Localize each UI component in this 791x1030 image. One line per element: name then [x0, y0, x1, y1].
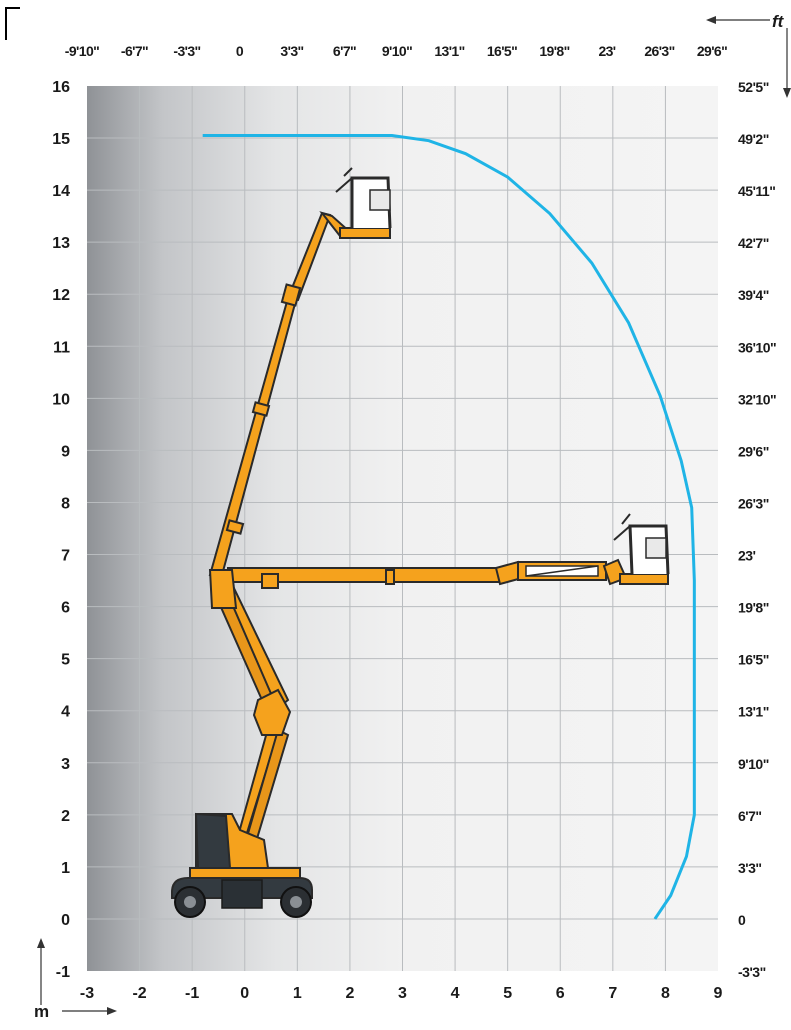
bottom-tick-label: -2 [132, 985, 146, 1002]
right-tick-label: 9'10" [738, 756, 769, 772]
platform-basket-horizontal [613, 513, 670, 585]
left-tick-label: 3 [61, 756, 70, 773]
top-tick-label: 13'1" [434, 43, 464, 59]
left-tick-label: 14 [52, 183, 70, 200]
bottom-tick-label: 8 [661, 985, 670, 1002]
turret-pivot [208, 569, 238, 609]
top-tick-label: -6'7" [121, 43, 148, 59]
wheel-front [174, 886, 206, 918]
right-tick-label: 42'7" [738, 235, 769, 251]
right-tick-label: 49'2" [738, 131, 769, 147]
boom-joint [280, 283, 302, 307]
jib-horizontal [517, 561, 607, 581]
left-tick-label: 8 [61, 495, 70, 512]
left-tick-label: 12 [52, 287, 70, 304]
bottom-axis-ticks: -3 -2 -1 0 1 2 3 4 5 6 7 8 9 [80, 985, 723, 1002]
right-axis-ticks: -3'3" 0 3'3" 6'7" 9'10" 13'1" 16'5" 19'8" 23' 26'… [738, 79, 777, 980]
top-tick-label: -9'10" [65, 43, 99, 59]
boom-cylinder [225, 519, 245, 535]
right-tick-label: 6'7" [738, 808, 762, 824]
top-tick-label: 26'3" [644, 43, 674, 59]
right-tick-label: 32'10" [738, 391, 776, 407]
bottom-tick-label: 9 [714, 985, 723, 1002]
boom-knuckle [252, 688, 292, 736]
bottom-tick-label: 7 [608, 985, 617, 1002]
left-tick-label: 15 [52, 131, 70, 148]
frame-corner [5, 7, 20, 40]
boom-horizontal-collar [261, 573, 279, 589]
left-tick-label: 1 [61, 860, 70, 877]
right-tick-label: 16'5" [738, 652, 769, 668]
top-tick-label: 9'10" [382, 43, 412, 59]
left-tick-label: 13 [52, 235, 70, 252]
left-tick-label: 6 [61, 600, 70, 617]
top-tick-label: 3'3" [280, 43, 303, 59]
bottom-tick-label: 3 [398, 985, 407, 1002]
ft-unit-label: ft [772, 12, 785, 31]
working-envelope-line [202, 133, 696, 920]
right-tick-label: 26'3" [738, 495, 769, 511]
left-tick-label: 7 [61, 548, 70, 565]
top-axis-ticks: -9'10" -6'7" -3'3" 0 3'3" 6'7" 9'10" 13'1" 16'5"… [65, 43, 728, 59]
right-tick-label: 3'3" [738, 860, 762, 876]
right-tick-label: 45'11" [738, 183, 775, 199]
m-unit-arrow [37, 938, 117, 1015]
right-tick-label: -3'3" [738, 964, 766, 980]
right-tick-label: 36'10" [738, 339, 776, 355]
right-tick-label: 0 [738, 912, 746, 928]
boom-section-collar [251, 401, 271, 417]
left-tick-label: 11 [53, 339, 70, 356]
bottom-tick-label: -3 [80, 985, 94, 1002]
right-tick-label: 29'6" [738, 443, 769, 459]
left-tick-label: 9 [61, 443, 70, 460]
platform-basket-upper [335, 167, 392, 239]
bottom-tick-label: 2 [345, 985, 354, 1002]
bottom-tick-label: 1 [293, 985, 302, 1002]
aerial-lift-illustration [171, 167, 670, 918]
right-tick-label: 39'4" [738, 287, 769, 303]
boom-horizontal-joint [385, 569, 395, 585]
top-tick-label: 6'7" [333, 43, 356, 59]
left-tick-label: 0 [61, 912, 70, 929]
left-tick-label: 10 [52, 391, 70, 408]
right-tick-label: 23' [738, 548, 756, 564]
chassis-step [221, 879, 263, 909]
top-tick-label: -3'3" [173, 43, 200, 59]
wheel-rear [280, 886, 312, 918]
bottom-tick-label: 4 [451, 985, 460, 1002]
top-tick-label: 0 [236, 43, 244, 59]
left-tick-label: 16 [52, 79, 70, 96]
top-tick-label: 23' [598, 43, 615, 59]
bottom-tick-label: 6 [556, 985, 565, 1002]
bottom-tick-label: -1 [185, 985, 199, 1002]
top-tick-label: 19'8" [539, 43, 569, 59]
top-tick-label: 29'6" [697, 43, 727, 59]
left-tick-label: 5 [61, 652, 70, 669]
ft-unit-arrow [706, 16, 791, 98]
left-tick-label: 4 [61, 704, 70, 721]
m-unit-label: m [34, 1002, 49, 1021]
counterweight [194, 812, 232, 869]
left-tick-label: 2 [61, 808, 70, 825]
right-tick-label: 19'8" [738, 600, 769, 616]
right-tick-label: 52'5" [738, 79, 769, 95]
right-tick-label: 13'1" [738, 704, 769, 720]
bottom-tick-label: 5 [503, 985, 512, 1002]
left-tick-label: -1 [56, 964, 70, 981]
bottom-tick-label: 0 [240, 985, 249, 1002]
top-tick-label: 16'5" [487, 43, 517, 59]
